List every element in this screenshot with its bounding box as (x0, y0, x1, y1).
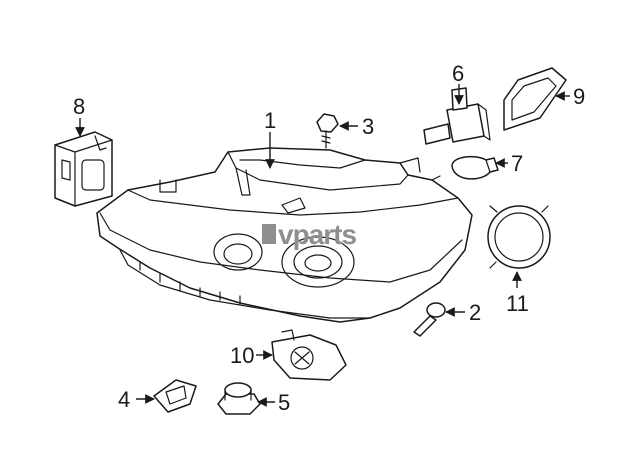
callout-11: 11 (506, 291, 529, 316)
ballast-module (54, 131, 113, 207)
watermark-logo-icon (262, 224, 276, 244)
callout-1: 1 (264, 108, 276, 133)
callout-leaders (75, 84, 570, 407)
dust-cap (487, 205, 551, 269)
callout-5: 5 (278, 390, 290, 415)
watermark: vparts (262, 219, 357, 250)
callout-7: 7 (511, 151, 523, 176)
callout-10: 10 (230, 343, 254, 368)
callout-labels: 1 2 3 4 5 6 7 8 9 10 11 (73, 61, 585, 415)
callout-2: 2 (469, 300, 481, 325)
watermark-text: vparts (278, 219, 356, 250)
callout-3: 3 (362, 114, 374, 139)
headlamp-assembly (96, 147, 473, 323)
callout-8: 8 (73, 94, 85, 119)
bulb (451, 155, 499, 180)
callout-9: 9 (573, 84, 585, 109)
callout-4: 4 (118, 387, 130, 412)
callout-6: 6 (452, 61, 464, 86)
bulb-socket (423, 87, 491, 145)
screw-part (316, 113, 339, 149)
clip-nut (153, 379, 197, 413)
control-unit (271, 329, 347, 381)
bolt-part (413, 302, 446, 337)
grommet-part (217, 382, 261, 415)
mounting-bracket (503, 67, 567, 131)
